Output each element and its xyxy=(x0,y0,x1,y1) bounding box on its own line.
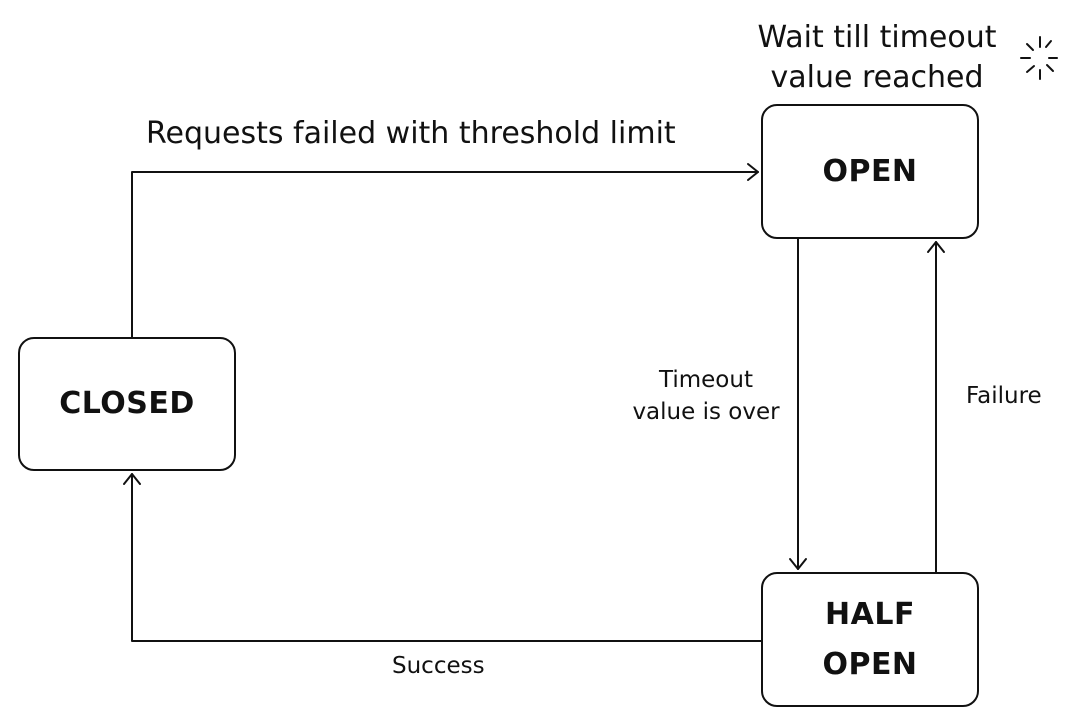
loading-spinner-icon xyxy=(1020,36,1058,80)
transition-label-open-to-half-open-line1: Timeout xyxy=(659,367,753,393)
state-closed: CLOSED xyxy=(18,337,236,471)
transition-label-half-open-to-closed: Success xyxy=(392,653,485,679)
state-open-label: OPEN xyxy=(822,153,918,189)
transition-label-half-open-to-open: Failure xyxy=(966,383,1042,409)
state-half-open-label-line1: HALF xyxy=(825,596,915,632)
arrow-open-to-half-open xyxy=(789,238,807,570)
open-state-note-line2: value reached xyxy=(770,60,984,95)
transition-label-closed-to-open: Requests failed with threshold limit xyxy=(146,116,676,151)
state-closed-label: CLOSED xyxy=(59,386,195,421)
open-state-note: Wait till timeout value reached xyxy=(742,18,1012,98)
open-state-note-line1: Wait till timeout xyxy=(757,20,997,55)
transition-label-open-to-half-open: Timeout value is over xyxy=(616,364,796,428)
transition-label-open-to-half-open-line2: value is over xyxy=(632,399,780,425)
state-half-open-label: HALF OPEN xyxy=(822,590,917,690)
state-half-open-label-line2: OPEN xyxy=(822,646,918,682)
arrow-half-open-to-open xyxy=(927,241,945,573)
state-open: OPEN xyxy=(761,104,979,239)
arrow-half-open-to-closed xyxy=(123,473,762,642)
arrow-closed-to-open xyxy=(131,163,759,338)
state-half-open: HALF OPEN xyxy=(761,572,979,707)
